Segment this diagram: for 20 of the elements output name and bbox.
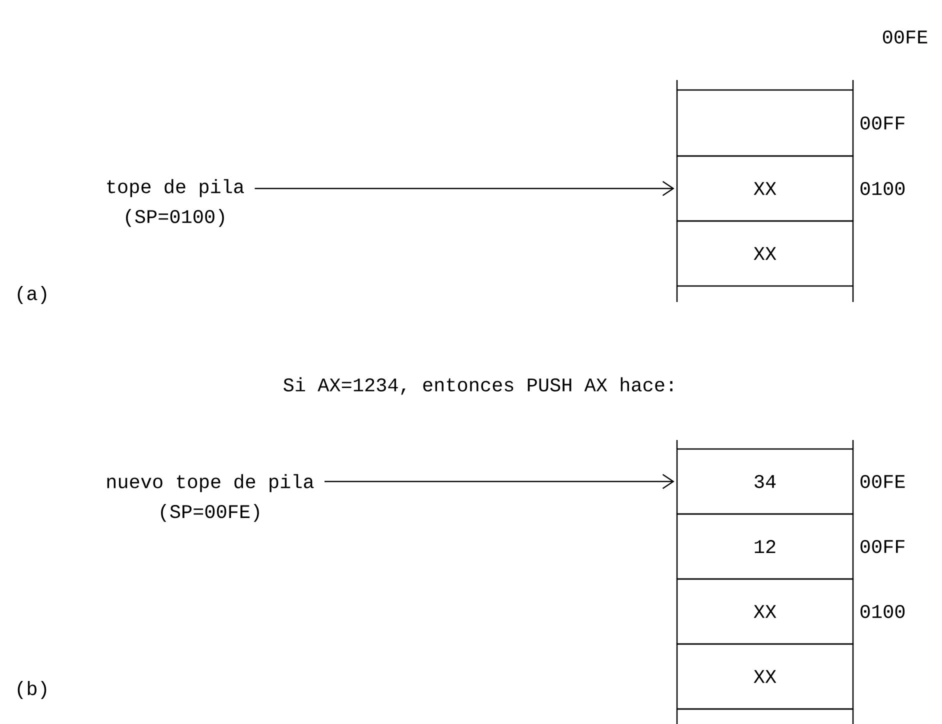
stack-cell xyxy=(676,89,854,157)
panel-label: (b) xyxy=(18,681,46,699)
pointer-label: tope de pila (SP=0100) xyxy=(107,179,244,227)
stack-cell: 34 xyxy=(676,448,854,515)
stack-cell: XX xyxy=(676,155,854,222)
caption-text: Si AX=1234, entonces PUSH AX hace: xyxy=(284,377,672,395)
address-label: 00FE xyxy=(860,474,905,488)
panel-label: (a) xyxy=(18,286,46,304)
address-label: 00FE xyxy=(882,30,928,44)
stack-cell: 12 xyxy=(676,513,854,580)
address-label: 0100 xyxy=(860,604,905,618)
pointer-label: nuevo tope de pila (SP=00FE) xyxy=(107,474,314,522)
stack-cell: XX xyxy=(676,220,854,287)
arrow xyxy=(324,474,674,490)
address-label: 00FF xyxy=(860,540,904,554)
arrow xyxy=(254,180,674,196)
stack-cell: XX xyxy=(676,578,854,645)
stack-cell: XX xyxy=(676,643,854,710)
address-label: 0100 xyxy=(860,182,905,196)
address-label: 00FF xyxy=(860,116,904,130)
